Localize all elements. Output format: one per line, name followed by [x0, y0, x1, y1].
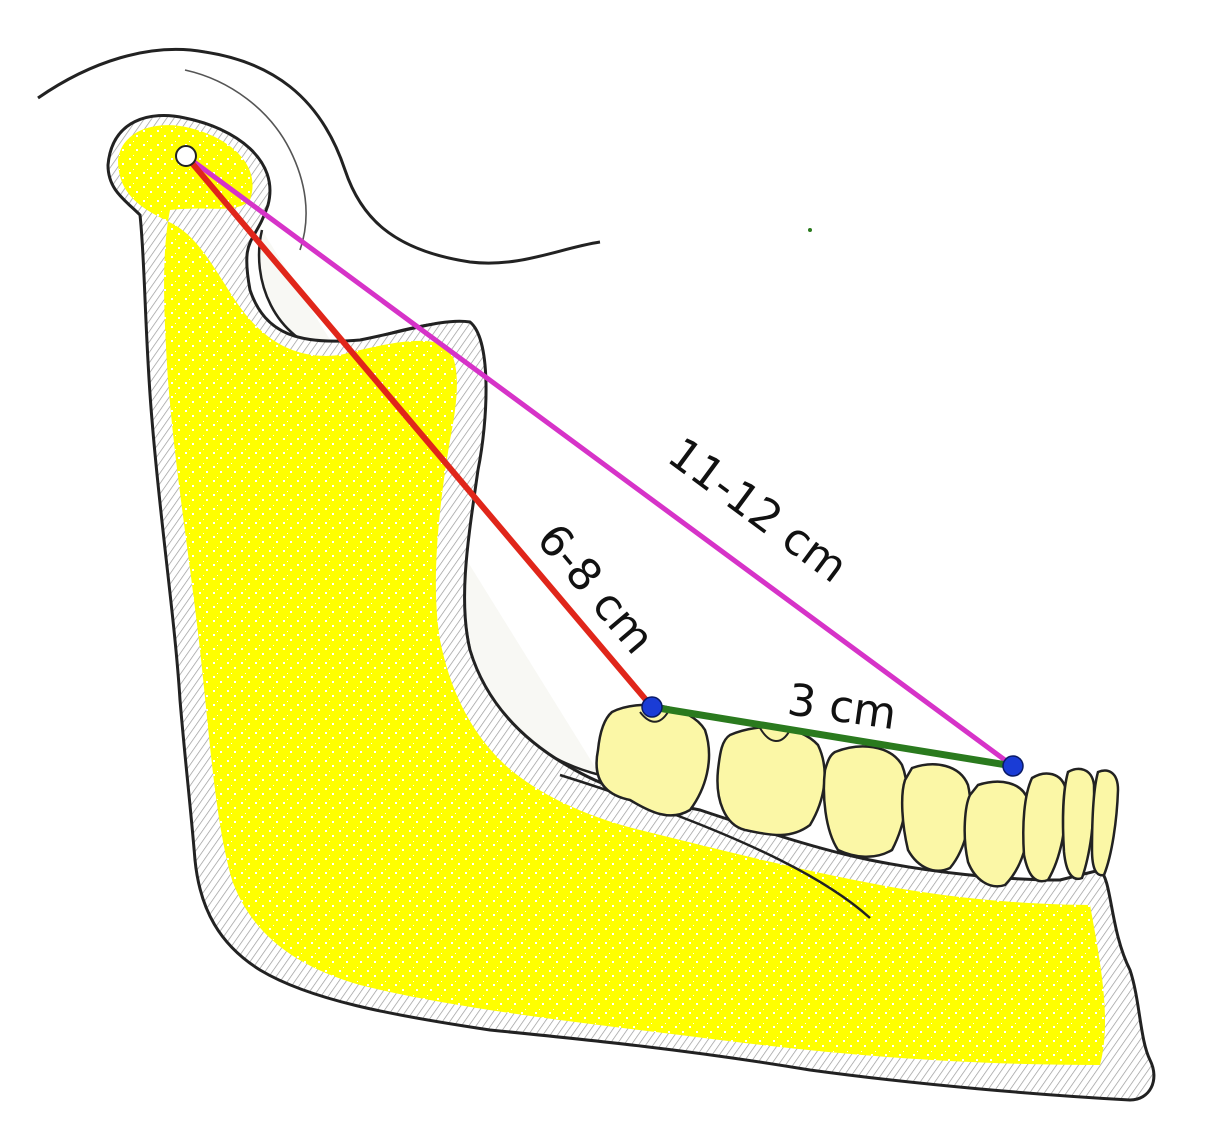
premolar-1	[963, 780, 1031, 888]
condyle-point	[175, 145, 197, 167]
line-molar-to-canine	[651, 703, 1014, 770]
line-condyle-to-molar	[183, 154, 655, 709]
bone-marrow-region	[118, 125, 1106, 1065]
canine-point	[1002, 755, 1024, 777]
molar-point	[641, 696, 663, 718]
skull-contour	[37, 48, 601, 265]
teeth-row	[595, 703, 1120, 888]
incisor-1	[1061, 767, 1096, 881]
incisor-2	[1090, 769, 1120, 877]
first-molar	[822, 745, 908, 858]
stray-dot	[808, 228, 812, 232]
premolar-2	[900, 763, 972, 872]
molar-groove	[639, 711, 791, 742]
label-condyle-to-canine: 11-12 cm	[658, 428, 856, 593]
canine-tooth	[1022, 772, 1068, 883]
line-condyle-to-canine	[184, 153, 1015, 769]
articular-eminence	[184, 69, 307, 251]
second-molar	[716, 725, 826, 837]
